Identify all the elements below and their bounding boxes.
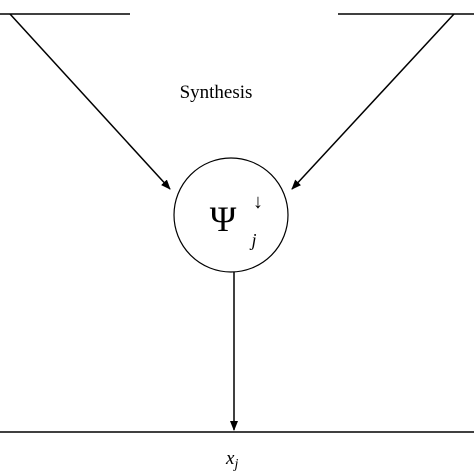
right-input-arrow: [291, 13, 455, 190]
left-input-arrow: [9, 13, 171, 190]
output-label-base: x: [225, 448, 235, 469]
node-symbol: Ψ: [210, 199, 237, 239]
node-superscript: ↓: [253, 191, 263, 213]
synthesis-node: [173, 157, 289, 273]
output-label-subscript: j: [232, 457, 238, 472]
output-label: xj: [225, 448, 238, 472]
process-label: Synthesis: [180, 82, 253, 103]
node-subscript: j: [249, 230, 256, 250]
